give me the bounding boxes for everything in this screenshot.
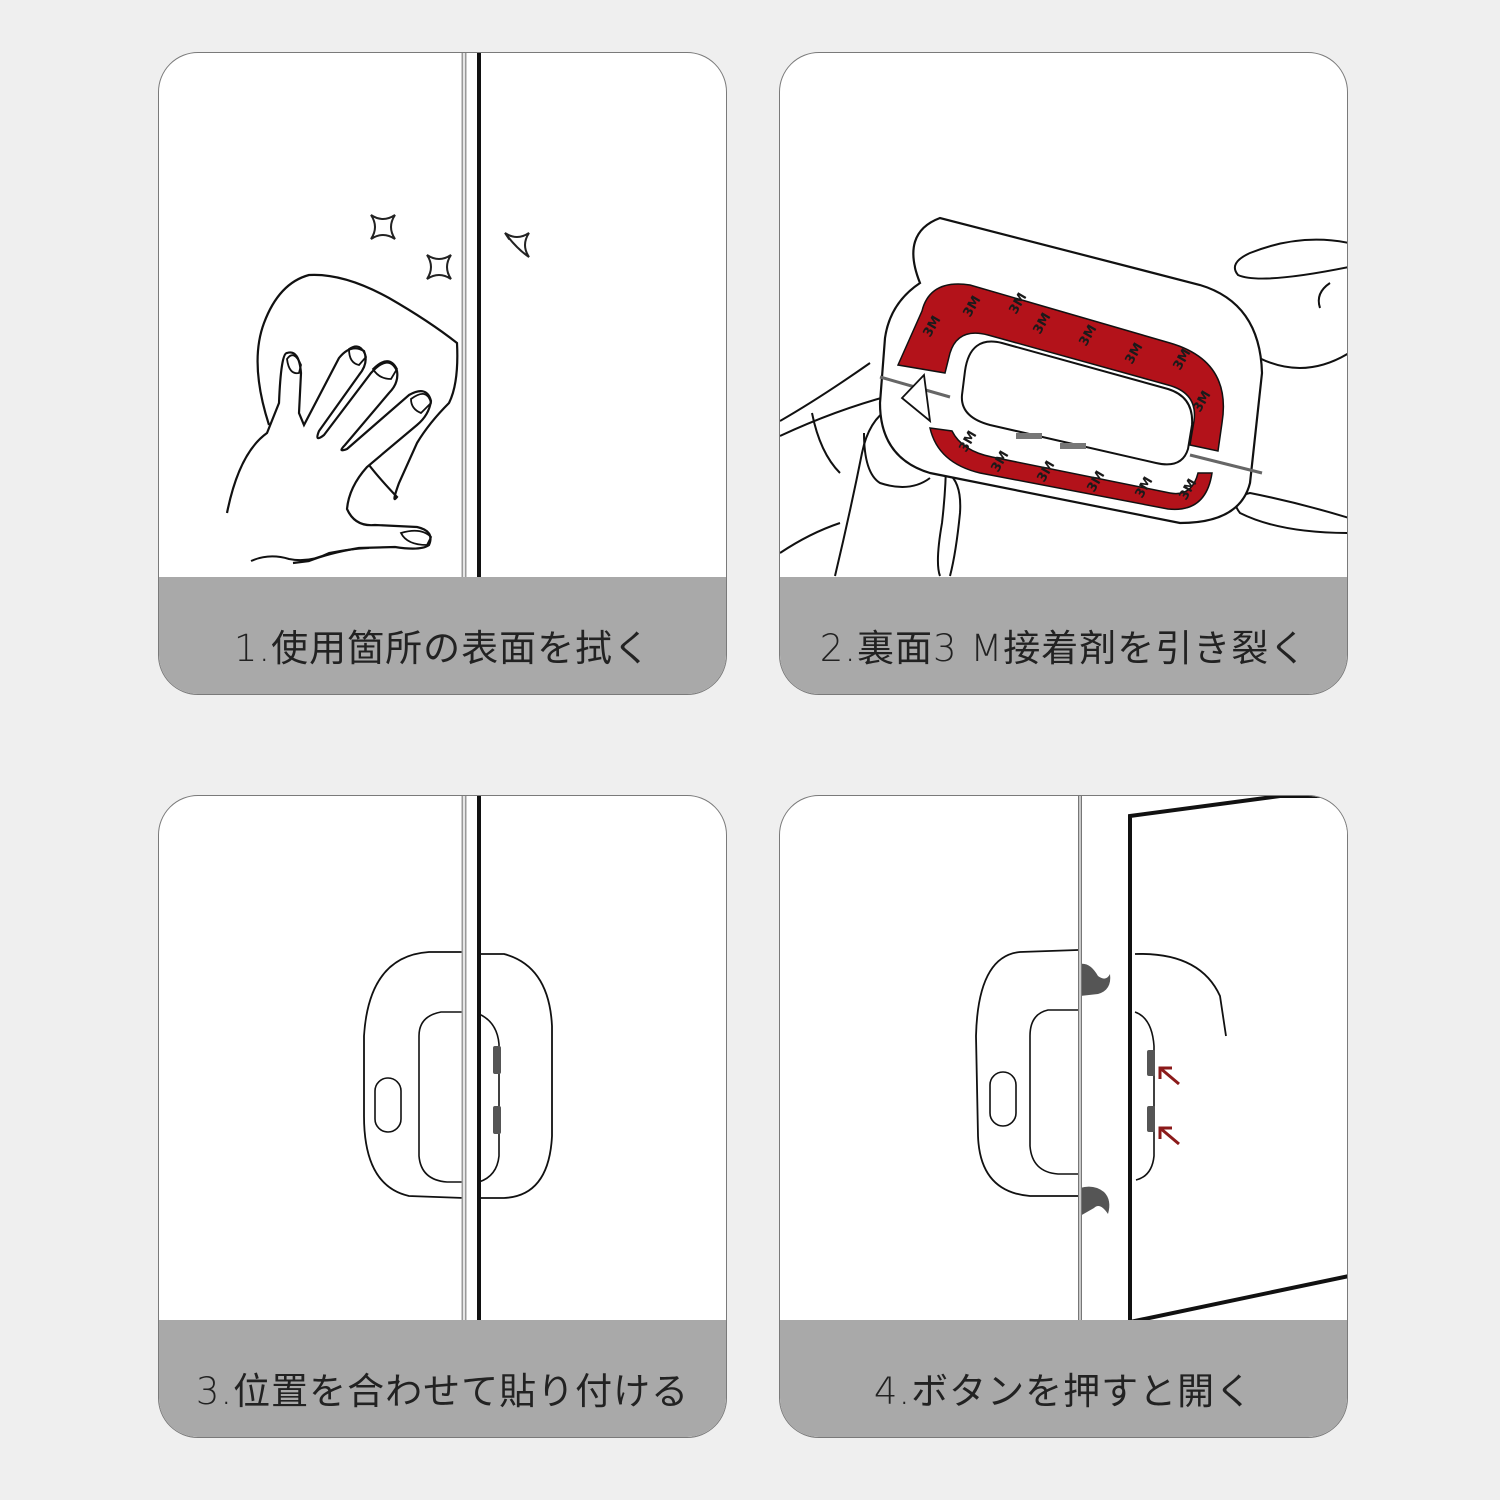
peel-adhesive-illustration: 3M 3M 3M 3M 3M 3M 3M 3M 3M 3M 3M 3M 3M 3… <box>780 216 1347 577</box>
step-caption: 2.裏面3 M接着剤を引き裂く <box>780 577 1347 694</box>
latch-hook-icon <box>1080 1186 1110 1216</box>
lock-aligned-illustration <box>363 796 553 1322</box>
step-caption: 4.ボタンを押すと開く <box>780 1320 1347 1437</box>
lock-button-icon <box>1147 1050 1155 1076</box>
press-arrow-icon <box>1158 1066 1180 1146</box>
press-to-open-illustration <box>975 796 1347 1325</box>
sparkle-icon <box>370 214 530 280</box>
hand-wiping-illustration <box>225 53 530 583</box>
lock-button-icon <box>493 1106 501 1134</box>
step-card-2: 3M 3M 3M 3M 3M 3M 3M 3M 3M 3M 3M 3M 3M 3… <box>779 52 1348 695</box>
step-caption: 1.使用箇所の表面を拭く <box>159 577 726 694</box>
step-card-1: 1.使用箇所の表面を拭く <box>158 52 727 695</box>
lock-button-icon <box>1147 1106 1155 1132</box>
lock-button-icon <box>493 1046 501 1074</box>
step-card-3: 3.位置を合わせて貼り付ける <box>158 795 727 1438</box>
step-card-4: 4.ボタンを押すと開く <box>779 795 1348 1438</box>
step-caption: 3.位置を合わせて貼り付ける <box>159 1320 726 1437</box>
latch-hook-icon <box>1080 963 1111 996</box>
